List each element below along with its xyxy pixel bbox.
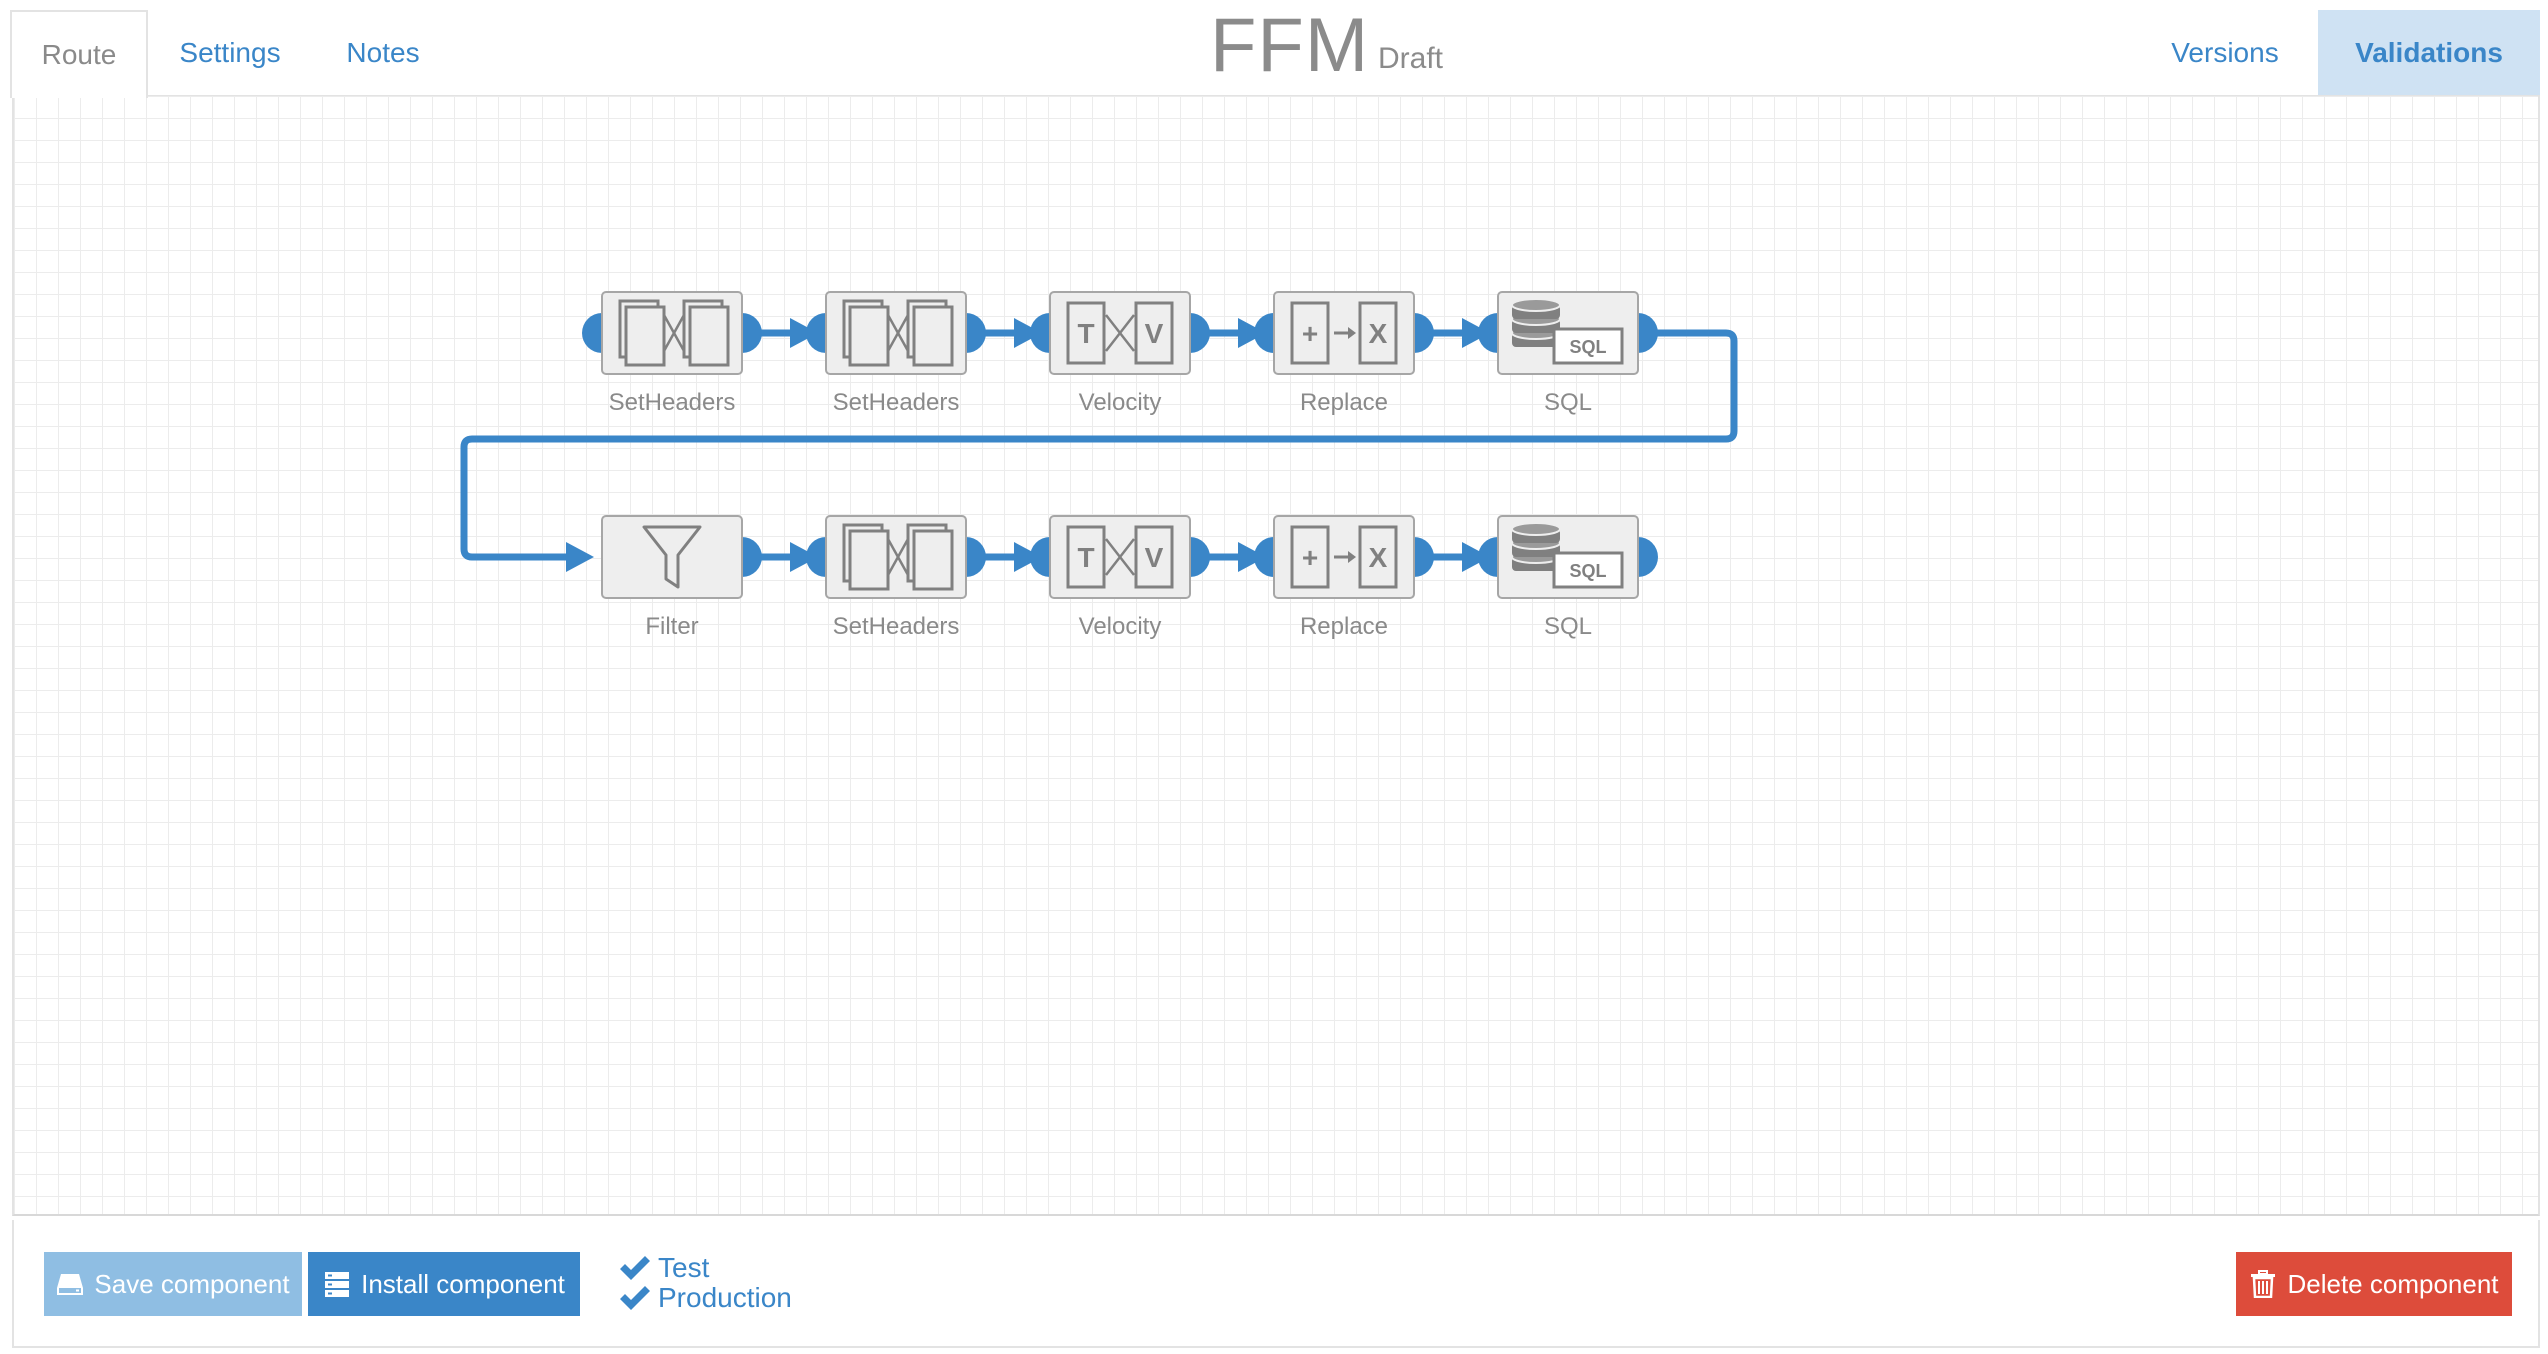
set-headers-icon [842, 523, 954, 591]
set-headers-icon [842, 299, 954, 367]
drive-icon [57, 1274, 84, 1295]
node-label: Velocity [1079, 613, 1162, 640]
node-label: SetHeaders [609, 389, 736, 416]
svg-text:T: T [1077, 542, 1094, 573]
node-label: Replace [1300, 613, 1388, 640]
install-component-label: Install component [361, 1268, 565, 1299]
arrow-head [1014, 318, 1042, 348]
route-node-setheaders[interactable]: SetHeaders [806, 515, 986, 640]
sql-icon: SQL [1511, 522, 1624, 589]
header-bar: Route Settings Notes FFM Draft Versions … [0, 0, 2548, 98]
route-node-filter[interactable]: Filter [601, 515, 762, 640]
delete-component-button[interactable]: Delete component [2236, 1252, 2512, 1316]
svg-text:V: V [1145, 318, 1164, 349]
svg-text:V: V [1145, 542, 1164, 573]
environment-test: Test [618, 1252, 709, 1284]
status-label: Draft [1378, 42, 1444, 75]
node-label: SetHeaders [833, 389, 960, 416]
environment-production-label: Production [658, 1282, 792, 1313]
node-label: Filter [645, 613, 698, 640]
environment-production: Production [618, 1282, 792, 1314]
route-node-setheaders[interactable]: SetHeaders [582, 291, 762, 416]
tab-versions[interactable]: Versions [2171, 37, 2279, 68]
svg-text:+: + [1302, 318, 1318, 349]
tab-settings[interactable]: Settings [179, 37, 281, 68]
filter-icon [642, 525, 702, 589]
node-box [601, 515, 743, 599]
svg-text:X: X [1369, 318, 1388, 349]
delete-component-label: Delete component [2287, 1268, 2499, 1299]
tab-validations[interactable]: Validations [2318, 10, 2540, 96]
install-component-button[interactable]: Install component [308, 1252, 580, 1316]
arrow-head [566, 542, 594, 572]
arrow-head [1238, 318, 1266, 348]
arrow-head [790, 542, 818, 572]
arrow-head [790, 318, 818, 348]
set-headers-icon [618, 299, 730, 367]
arrow-head [1238, 542, 1266, 572]
svg-text:X: X [1369, 542, 1388, 573]
route-node-sql[interactable]: SQL SQL [1478, 515, 1658, 640]
svg-text:SQL: SQL [1569, 561, 1606, 581]
route-connector [460, 329, 1738, 561]
tab-notes[interactable]: Notes [346, 37, 420, 68]
arrow-head [1462, 542, 1490, 572]
svg-text:T: T [1077, 318, 1094, 349]
save-component-button[interactable]: Save component [44, 1252, 302, 1316]
route-node-setheaders[interactable]: SetHeaders [806, 291, 986, 416]
node-label: SetHeaders [833, 613, 960, 640]
node-label: SQL [1544, 389, 1592, 416]
svg-text:+: + [1302, 542, 1318, 573]
node-label: Replace [1300, 389, 1388, 416]
save-component-label: Save component [94, 1268, 290, 1299]
arrow-head [1014, 542, 1042, 572]
trash-icon [2251, 1270, 2276, 1298]
arrow-head [1462, 318, 1490, 348]
node-label: Velocity [1079, 389, 1162, 416]
replace-icon: +X [1290, 301, 1398, 365]
sql-icon: SQL [1511, 298, 1624, 365]
route-node-sql[interactable]: SQL SQL [1478, 291, 1658, 416]
node-label: SQL [1544, 613, 1592, 640]
server-icon [325, 1272, 350, 1297]
page-title: FFM [1210, 3, 1370, 88]
environment-test-label: Test [658, 1252, 710, 1283]
footer-bar: Save component Install component Test Pr… [12, 1220, 2540, 1348]
svg-text:SQL: SQL [1569, 337, 1606, 357]
checkmark-icon [620, 1286, 650, 1310]
tab-route[interactable]: Route [10, 10, 148, 98]
checkmark-icon [620, 1256, 650, 1280]
replace-icon: +X [1290, 525, 1398, 589]
